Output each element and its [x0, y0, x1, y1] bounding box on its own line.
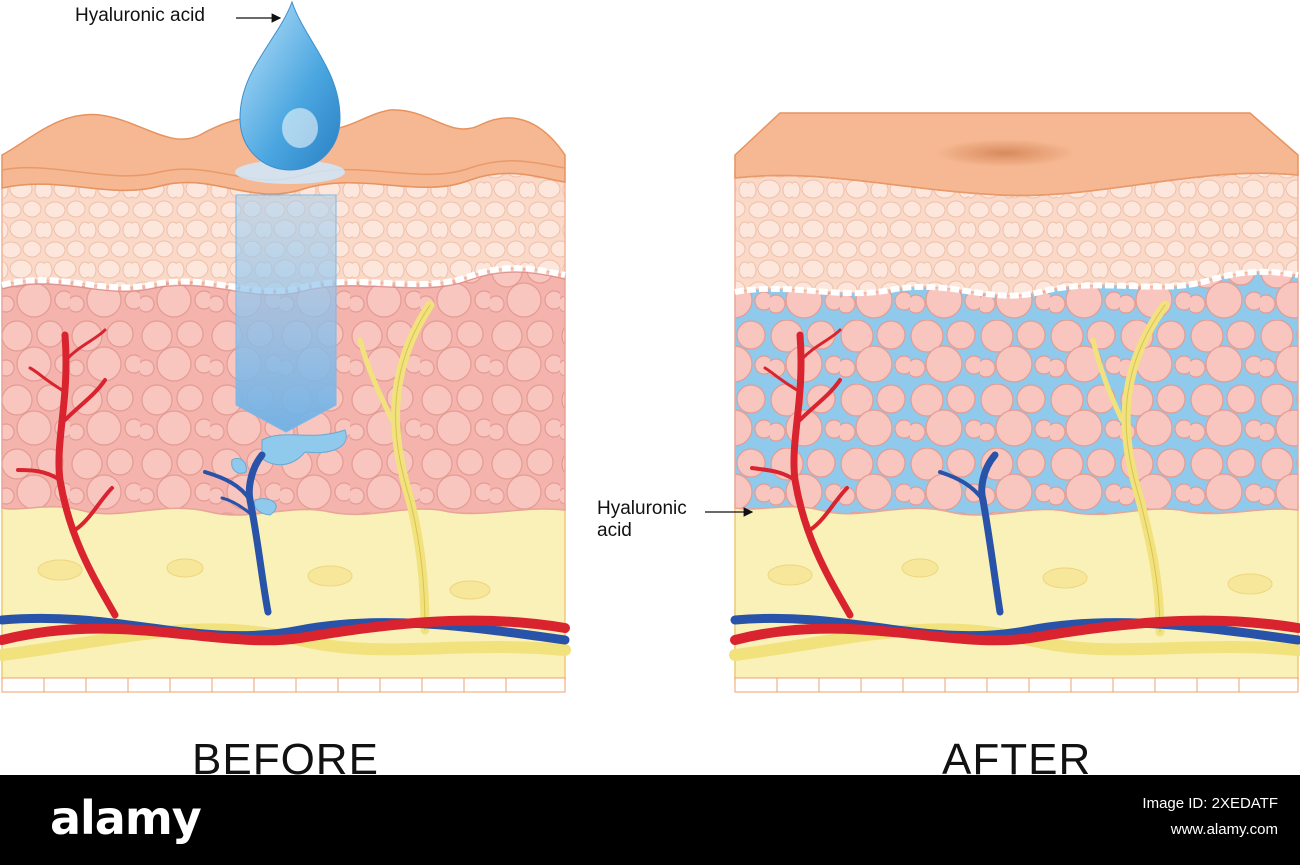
- after-fat-lobules: [767, 558, 1273, 595]
- drop-glow: [235, 160, 345, 184]
- footer-brand-logo: alamy: [50, 791, 202, 845]
- hyaluronic-acid-column: [235, 194, 337, 433]
- after-nerve: [1090, 300, 1170, 637]
- before-nerve: [357, 300, 435, 635]
- after-fat-layer: [734, 504, 1299, 681]
- after-artery: [750, 328, 854, 619]
- before-vein: [203, 451, 272, 616]
- before-artery: [16, 328, 119, 619]
- hyaluronic-acid-drop: [239, 0, 341, 171]
- after-basement-membrane: [734, 268, 1299, 299]
- after-skin-block: [729, 112, 1300, 693]
- watermark-footer: alamy Image ID: 2XEDATF www.alamy.com: [0, 775, 1300, 865]
- callout-top-label: Hyaluronic acid: [75, 5, 205, 26]
- callout-side-label: Hyaluronic acid: [597, 498, 687, 541]
- footer-image-id: Image ID: 2XEDATF: [1142, 795, 1278, 812]
- after-vessel-plexus: [729, 613, 1300, 661]
- footer-url: www.alamy.com: [1170, 821, 1278, 838]
- skin-diagram: [0, 0, 1300, 693]
- before-hyaluronic-pockets: [231, 429, 347, 516]
- before-skin-block: [0, 0, 571, 693]
- after-vein: [938, 451, 1004, 616]
- after-dermis-layer: [734, 271, 1299, 516]
- before-basement-membrane: [1, 265, 566, 294]
- after-bottom-tiles: [734, 677, 1299, 693]
- before-fat-lobules: [37, 558, 491, 600]
- before-vessel-plexus: [0, 613, 571, 661]
- before-bottom-tiles: [1, 677, 566, 693]
- after-dip: [935, 139, 1075, 167]
